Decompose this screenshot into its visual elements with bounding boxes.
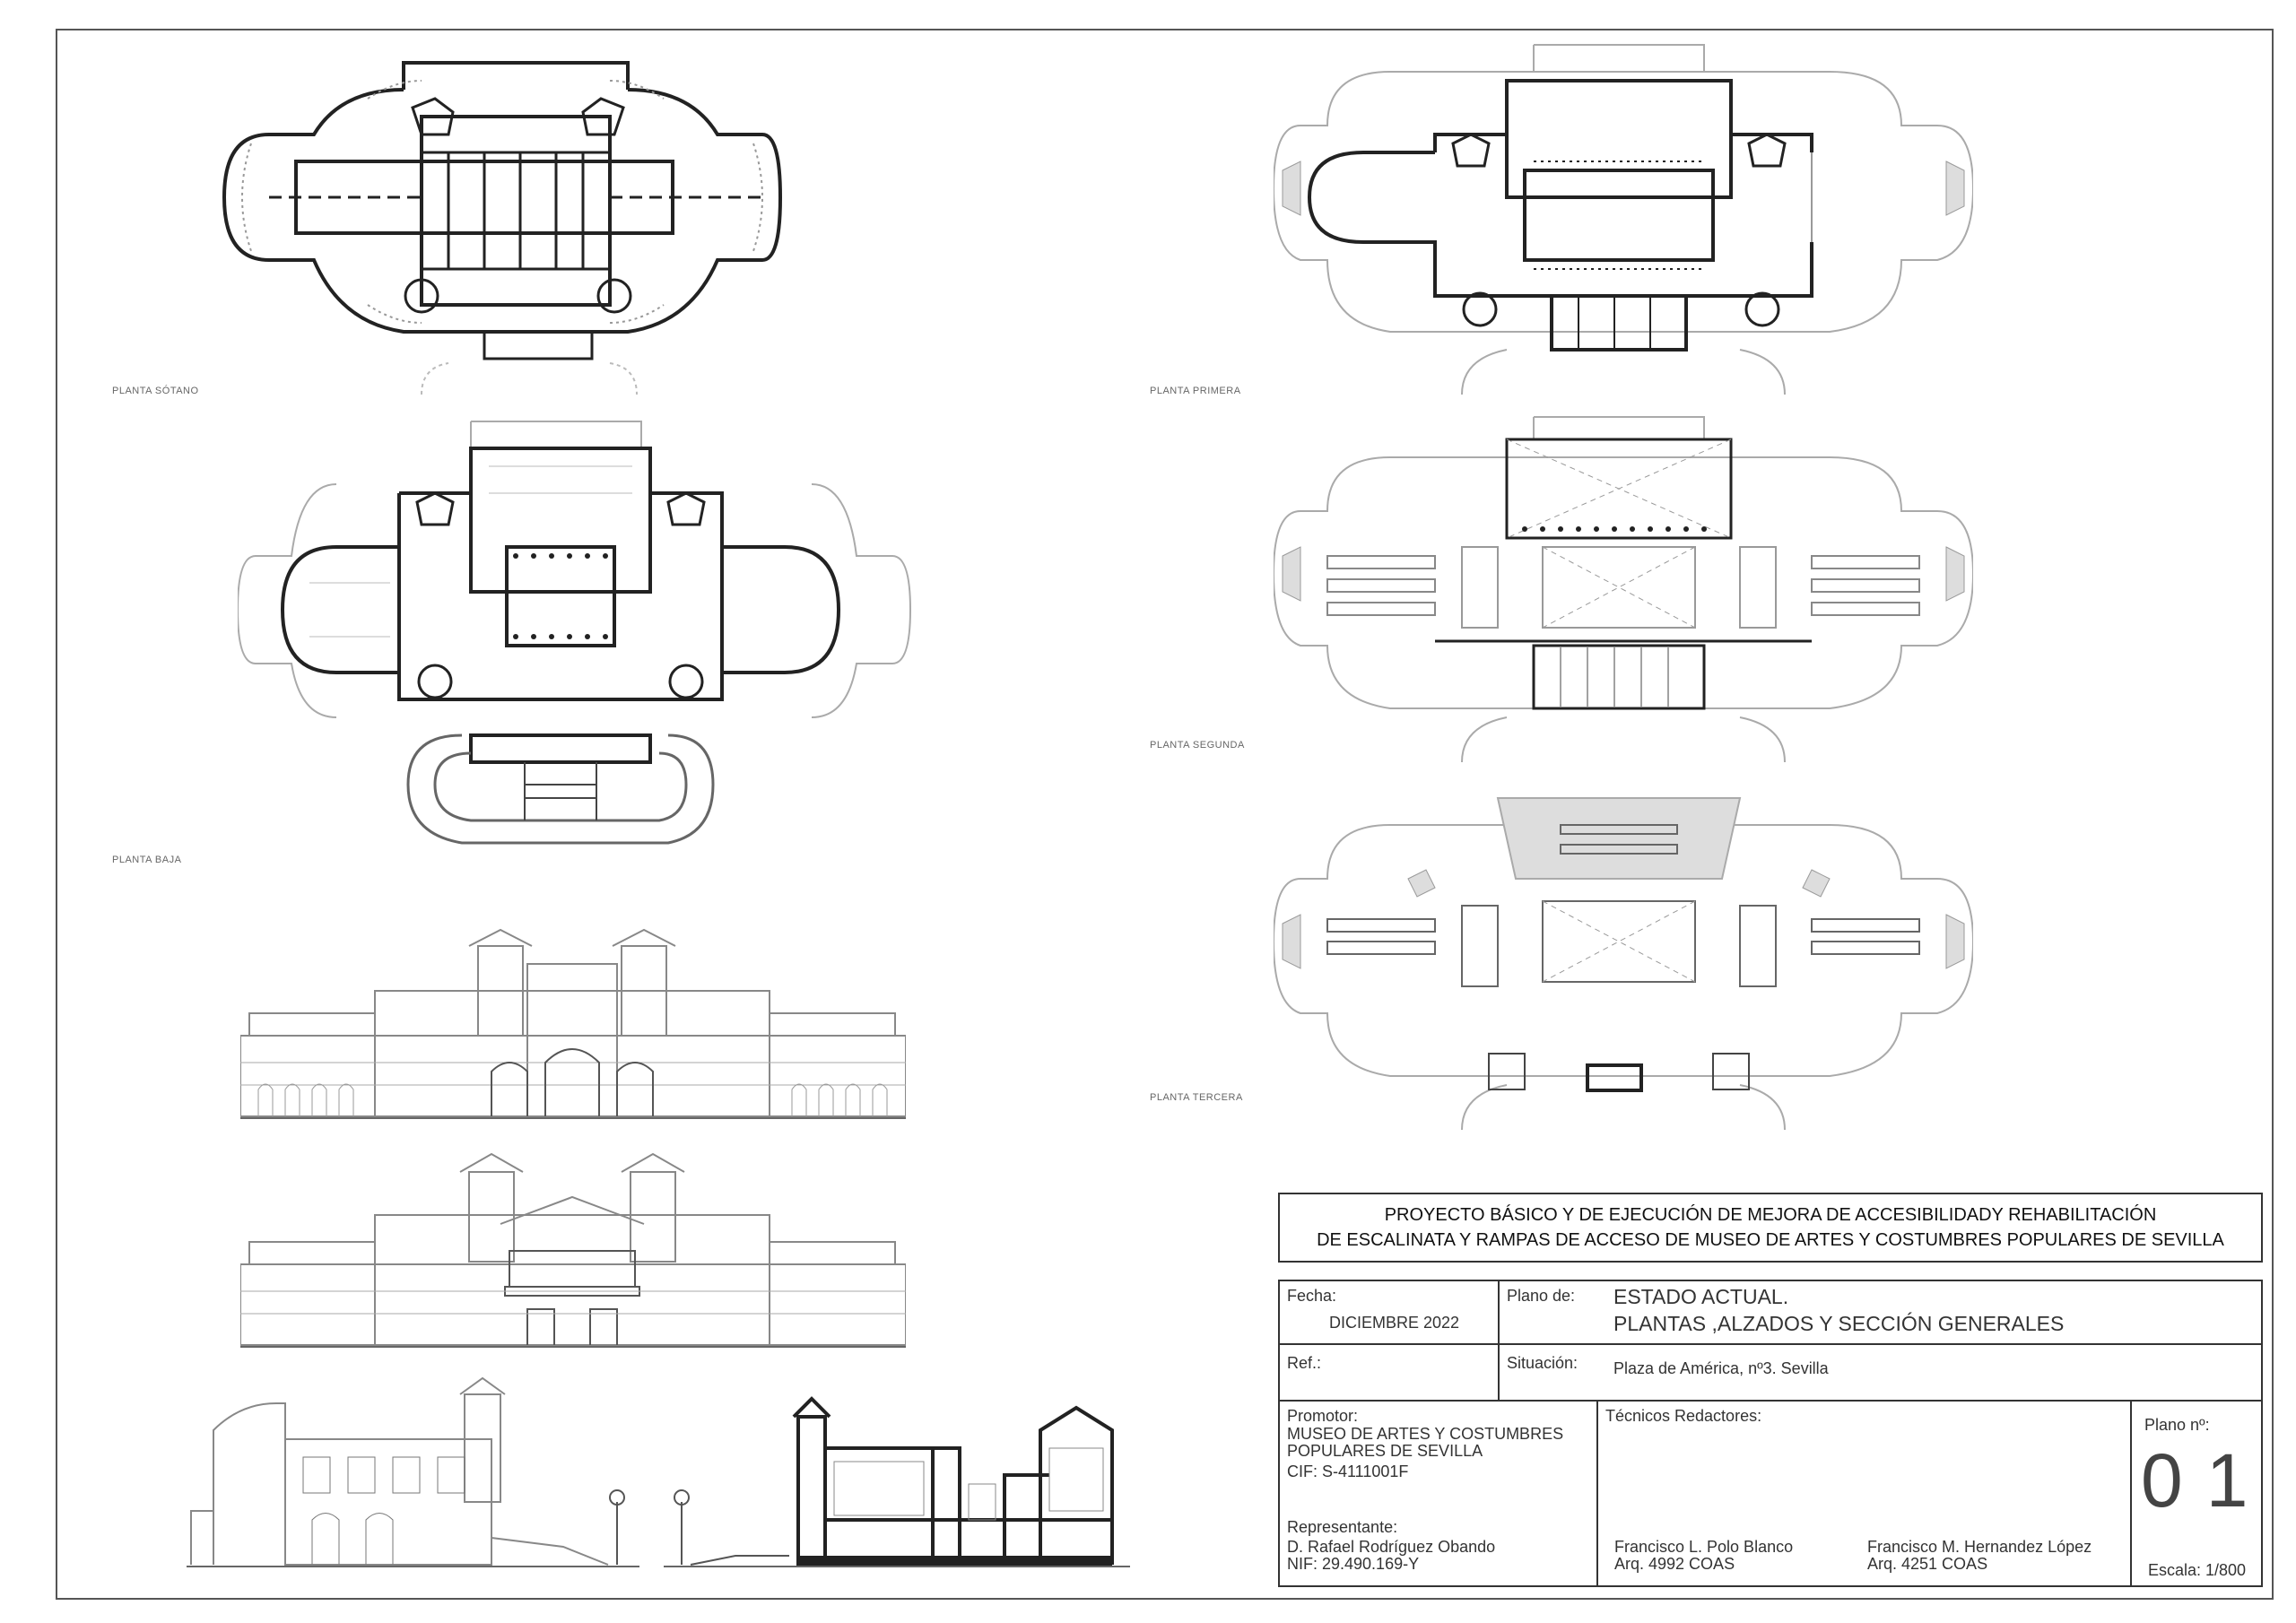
plano-number-cell: Plano nº: 01 Escala: 1/800 bbox=[2132, 1402, 2261, 1585]
tecnico1-name: Francisco L. Polo Blanco bbox=[1614, 1538, 1794, 1556]
fecha-cell: Fecha: DICIEMBRE 2022 bbox=[1280, 1281, 1500, 1345]
fecha-label: Fecha: bbox=[1287, 1287, 1337, 1305]
elevation-main-drawing bbox=[240, 928, 906, 1119]
plan-label-tercera: PLANTA TERCERA bbox=[1150, 1092, 1243, 1103]
plano-de-cell: Plano de: ESTADO ACTUAL. PLANTAS ,ALZADO… bbox=[1500, 1281, 2261, 1345]
situacion-value: Plaza de América, nº3. Sevilla bbox=[1613, 1359, 1829, 1377]
plano-de-line2: PLANTAS ,ALZADOS Y SECCIÓN GENERALES bbox=[1613, 1312, 2065, 1335]
title-block: Fecha: DICIEMBRE 2022 Plano de: ESTADO A… bbox=[1278, 1280, 2263, 1587]
tecnico1-arq: Arq. 4992 COAS bbox=[1614, 1555, 1735, 1573]
escala-value: Escala: 1/800 bbox=[2148, 1561, 2247, 1579]
project-title-line1: PROYECTO BÁSICO Y DE EJECUCIÓN DE MEJORA… bbox=[1384, 1205, 2157, 1225]
representante-label: Representante: bbox=[1287, 1518, 1398, 1536]
section-drawing bbox=[664, 1396, 1130, 1567]
plano-number-label: Plano nº: bbox=[2144, 1416, 2210, 1434]
plano-number-value: 01 bbox=[2141, 1438, 2272, 1523]
plan-label-segunda: PLANTA SEGUNDA bbox=[1150, 740, 1245, 751]
drawing-sheet bbox=[56, 29, 2274, 1600]
ref-cell: Ref.: bbox=[1280, 1345, 1500, 1402]
project-title-line2: DE ESCALINATA Y RAMPAS DE ACCESO DE MUSE… bbox=[1317, 1230, 2224, 1250]
promotor-cif: CIF: S-4111001F bbox=[1287, 1462, 1409, 1480]
promotor-line2: POPULARES DE SEVILLA bbox=[1287, 1442, 1483, 1460]
promotor-label: Promotor: bbox=[1287, 1407, 1359, 1425]
plan-label-sotano: PLANTA SÓTANO bbox=[112, 386, 199, 396]
plano-de-label: Plano de: bbox=[1507, 1287, 1576, 1305]
fecha-value: DICIEMBRE 2022 bbox=[1329, 1314, 1460, 1332]
plan-tercera-drawing bbox=[1274, 797, 1973, 1130]
situacion-label: Situación: bbox=[1507, 1354, 1578, 1372]
plan-primera-drawing bbox=[1274, 44, 1973, 395]
tecnicos-label: Técnicos Redactores: bbox=[1605, 1407, 1762, 1425]
tecnico2-name: Francisco M. Hernandez López bbox=[1867, 1538, 2092, 1556]
tecnico2-arq: Arq. 4251 COAS bbox=[1867, 1555, 1988, 1573]
plan-segunda-drawing bbox=[1274, 416, 1973, 763]
situacion-cell: Situación: Plaza de América, nº3. Sevill… bbox=[1500, 1345, 2261, 1402]
representante-name: D. Rafael Rodríguez Obando bbox=[1287, 1538, 1496, 1556]
plano-de-line1: ESTADO ACTUAL. bbox=[1613, 1285, 1789, 1308]
ref-label: Ref.: bbox=[1287, 1354, 1322, 1372]
promotor-cell: Promotor: MUSEO DE ARTES Y COSTUMBRES PO… bbox=[1280, 1402, 1598, 1585]
promotor-line1: MUSEO DE ARTES Y COSTUMBRES bbox=[1287, 1425, 1564, 1443]
project-title-box: PROYECTO BÁSICO Y DE EJECUCIÓN DE MEJORA… bbox=[1278, 1193, 2263, 1263]
plan-sotano-drawing bbox=[222, 61, 783, 395]
plan-label-baja: PLANTA BAJA bbox=[112, 855, 182, 865]
representante-nif: NIF: 29.490.169-Y bbox=[1287, 1555, 1420, 1573]
plan-baja-drawing bbox=[238, 421, 912, 845]
tecnicos-cell: Técnicos Redactores: Francisco L. Polo B… bbox=[1598, 1402, 2132, 1585]
elevation-rear-drawing bbox=[240, 1152, 906, 1348]
elevation-side-drawing bbox=[187, 1376, 639, 1567]
plan-label-primera: PLANTA PRIMERA bbox=[1150, 386, 1241, 396]
